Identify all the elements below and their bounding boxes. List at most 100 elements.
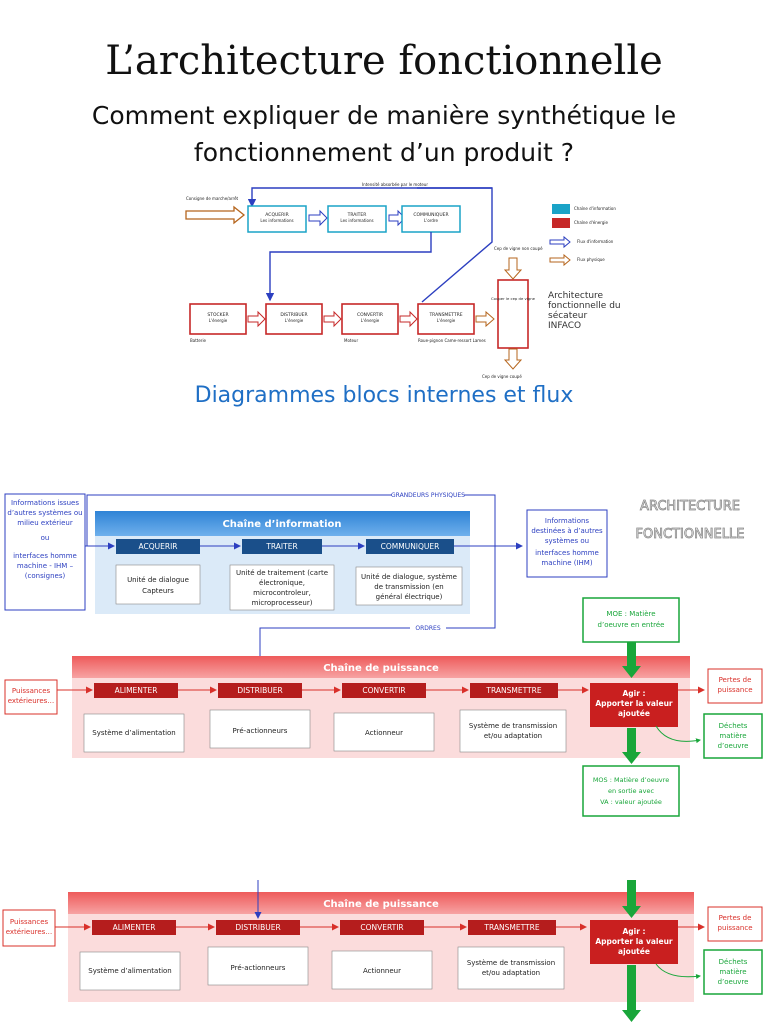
fig1-batterie: Batterie (190, 338, 207, 343)
archi-label-3: sécateur (548, 310, 587, 321)
fig1-communiquer-block (401, 205, 461, 233)
output-info-box (526, 509, 608, 578)
alimenter-block-2 (92, 920, 176, 935)
fig1-stocker-sub: L'énergie (209, 318, 228, 323)
mos-box (582, 765, 680, 817)
trait-desc-2: électronique, (259, 579, 305, 587)
fig1-traiter-sub: Les informations (340, 218, 373, 223)
alimenter-label: ALIMENTER (115, 686, 158, 695)
fig1-communiquer: COMMUNIQUER (413, 212, 448, 218)
trait-desc-1: Unité de traitement (carte (236, 569, 328, 577)
moe-1: MOE : Matière (606, 610, 655, 618)
trait-desc-3: microcontroleur, (253, 589, 311, 597)
mos-arrow-2 (622, 965, 641, 1022)
in-info-4: ou (41, 534, 50, 542)
fig1-moteur: Moteur (344, 338, 358, 343)
conv-desc: Actionneur (365, 729, 403, 737)
input-info-box (4, 493, 86, 611)
distribuer-block-2 (216, 920, 300, 935)
convertir-desc-box-2 (331, 950, 433, 990)
in-info-7: (consignes) (25, 572, 66, 580)
archi-label-1: Architecture (548, 291, 604, 301)
fig1-acquerir-sub: Les informations (260, 218, 293, 223)
fig1-distribuer-sub: L'énergie (285, 318, 304, 323)
traiter-block (242, 539, 322, 554)
power-chain-title: Chaîne de puissance (323, 662, 439, 674)
fig1-traiter: TRAITER (347, 212, 367, 218)
info-chain-title: Chaîne d’information (222, 518, 341, 530)
agir-1: Agir : (622, 689, 645, 698)
fig1-couper: Couper le cep de vigne (491, 296, 536, 301)
acquerir-desc-box (115, 564, 201, 605)
fig1-cep-non-coupe: Cep de vigne non coupé (494, 246, 543, 251)
fig1-traiter-block (327, 205, 387, 233)
distribuer-desc-box (209, 709, 311, 749)
pertes-2: puissance (718, 686, 753, 694)
acq-desc-1: Unité de dialogue (127, 576, 189, 584)
in-info-1: Informations issues (11, 499, 79, 507)
page-subtitle: Comment expliquer de manière synthétique… (0, 97, 768, 171)
mos-2: en sortie avec (608, 787, 654, 795)
alim-desc: Système d’alimentation (92, 729, 176, 737)
archi-title-1: ARCHITECTURE (640, 499, 740, 514)
alimenter-block (94, 683, 178, 698)
figure-caption: Diagrammes blocs internes et flux (194, 383, 574, 408)
fig1-transmettre-sub: L'énergie (437, 318, 456, 323)
pertes-box-2 (707, 906, 763, 942)
communiquer-block (366, 539, 454, 554)
fig1-acquerir: ACQUERIR (265, 212, 288, 218)
in-info-3: milieu extérieur (17, 519, 73, 527)
archi-label-4: INFACO (548, 321, 581, 331)
agir-block-2 (590, 920, 678, 964)
agir-2-1: Agir : (622, 927, 645, 936)
fig1-stocker-block (189, 303, 247, 335)
in-info-5: interfaces homme (13, 552, 77, 560)
intensite-label: Intensité absorbée par le moteur (362, 182, 428, 187)
acquerir-block (116, 539, 200, 554)
out-info-1: Informations (545, 517, 590, 525)
traiter-label: TRAITER (265, 542, 297, 551)
conv-desc-2: Actionneur (363, 967, 401, 975)
mos-3: VA : valeur ajoutée (600, 798, 662, 806)
subtitle-line-2: fonctionnement d’un produit ? (193, 138, 575, 167)
in-info-6: machine - IHM – (17, 562, 74, 570)
communiquer-desc-box (355, 566, 463, 606)
dechets-1: Déchets (719, 722, 748, 730)
transmettre-label-2: TRANSMETTRE (483, 923, 539, 932)
alimenter-desc-box (83, 713, 185, 753)
puissances-box (4, 679, 58, 715)
archi-label-2: fonctionnelle du (548, 301, 621, 311)
communiquer-label: COMMUNIQUER (381, 542, 440, 551)
trans-desc-2-2: et/ou adaptation (482, 969, 540, 977)
moe-arrow (622, 642, 641, 678)
distribuer-block (218, 683, 302, 698)
out-info-5: machine (IHM) (541, 559, 592, 567)
distribuer-label: DISTRIBUER (237, 686, 282, 695)
dechets-box (703, 713, 763, 759)
mos-arrow (622, 728, 641, 764)
legend-flux-info: Flux d'information (577, 239, 614, 244)
legend-energie-swatch (552, 218, 570, 228)
fig1-stocker: STOCKER (207, 312, 228, 318)
archi-title-2: FONCTIONNELLE (636, 527, 745, 542)
dist-desc: Pré-actionneurs (233, 727, 288, 735)
moe-arrow-2 (622, 880, 641, 918)
comm-desc-3: général électrique) (376, 593, 443, 601)
legend-flux-phys: Flux physique (577, 257, 605, 262)
page-title: L’architecture fonctionnelle (105, 38, 663, 84)
pertes-box (707, 668, 763, 704)
comm-desc-1: Unité de dialogue, système (361, 573, 457, 581)
dechets-2: matière (719, 732, 746, 740)
fig1-convertir-block (341, 303, 399, 335)
puissances-1: Puissances (12, 687, 51, 695)
puissances-2-1: Puissances (10, 918, 49, 926)
dechets-box-2 (703, 949, 763, 995)
consigne-label: Consigne de marche/arrêt (186, 196, 239, 201)
puissances-2: extérieures… (8, 697, 55, 705)
mos-1: MOS : Matière d’oeuvre (593, 776, 669, 784)
pertes-2-1: Pertes de (719, 914, 752, 922)
legend-energie: Chaîne d'énergie (574, 220, 608, 225)
dechets-2-3: d’oeuvre (718, 978, 749, 986)
fig1-couper-block (497, 279, 529, 349)
in-info-2: d’autres systèmes ou (7, 509, 82, 517)
